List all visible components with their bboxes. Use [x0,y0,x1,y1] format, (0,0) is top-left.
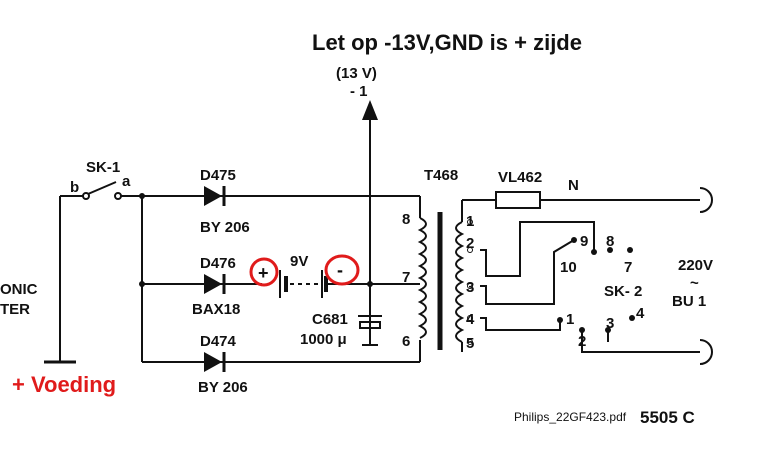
sk1-contact-a [114,192,122,200]
transformer-primary-coil [455,221,465,343]
sk2-wire-c [480,317,561,331]
d474-diode-icon [204,352,222,372]
fuse-vl462 [495,191,541,209]
voltage-top-label: (13 V) [336,65,377,82]
sk2-contact [571,237,577,243]
pin-dot [467,283,473,289]
prim-pin1-label: 1 [466,213,474,230]
sk2-contact [629,315,635,321]
prim-pin4-label: 4 [466,311,475,328]
bax18-label: BAX18 [192,301,240,318]
pin-dot [467,339,473,345]
sk2-10-label: 10 [560,259,577,276]
transformer-secondary-coil [417,217,427,339]
d476-diode-icon [204,274,222,294]
d474-label: D474 [200,333,237,350]
cap-value-label: 1000 μ [300,331,347,348]
junction-dot [139,281,145,287]
t468-label: T468 [424,167,458,184]
supply-note: + Voeding [12,372,117,397]
prim-pin5-label: 5 [466,335,474,352]
sk1-b-label: b [70,179,79,196]
sk2-contact [591,249,597,255]
battery-9v-label: 9V [290,253,308,270]
neutral-label: N [568,177,579,194]
left-cut-label-1: ONIC [0,281,38,298]
sk2-contact [605,327,611,333]
prim-pin3-label: 3 [466,279,474,296]
sk2-label: SK- 2 [604,283,642,300]
bu1-label: BU 1 [672,293,706,310]
sk2-contact [607,247,613,253]
sk2-contact [579,327,585,333]
pin-dot [467,315,473,321]
by206-top-label: BY 206 [200,219,250,236]
sk2-contact [557,317,563,323]
minus-mark: - [337,260,343,280]
plus-highlight-circle [249,257,279,287]
sk2-8-label: 8 [606,233,614,250]
pin-dot [467,247,473,253]
plus-mark: + [258,263,269,283]
sk2-wire-a [480,221,595,277]
cap-plate-bottom [359,321,381,329]
junction-dot [139,193,145,199]
by206-bottom-label: BY 206 [198,379,248,396]
sk1-label: SK-1 [86,159,120,176]
d475-label: D475 [200,167,236,184]
sk2-4-label: 4 [636,305,645,322]
sk1-lever [87,181,117,195]
sk1-contact-b [82,192,90,200]
warning-note: Let op -13V,GND is + zijde [312,30,582,55]
sk2-contact [627,247,633,253]
mains-socket-bottom [699,339,713,365]
sk2-wire-d [581,330,700,353]
vl462-label: VL462 [498,169,542,186]
tilde-label: ~ [690,275,699,292]
pin-dot [467,219,473,225]
pin6-label: 6 [402,333,410,350]
d475-diode-icon [204,186,222,206]
sk2-3-label: 3 [606,315,614,332]
prim-pin2-label: 2 [466,235,474,252]
junction-dot [367,281,373,287]
pin8-label: 8 [402,211,410,228]
file-name-label: Philips_22GF423.pdf [514,410,627,424]
sk2-wire-b [480,239,575,305]
voltage-minus1-label: - 1 [350,83,368,100]
c681-label: C681 [312,311,348,328]
sk2-1-label: 1 [566,311,574,328]
sk2-2-label: 2 [578,333,586,350]
mains-socket-top [699,187,713,213]
pin7-label: 7 [402,269,410,286]
minus-highlight-circle [324,254,360,286]
left-cut-label-2: TER [0,301,30,318]
d476-label: D476 [200,255,236,272]
v220-label: 220V [678,257,713,274]
output-arrow-icon [362,100,378,120]
sk1-a-label: a [122,173,131,190]
sk2-7-label: 7 [624,259,632,276]
page-code-label: 5505 C [640,408,695,427]
sk2-9-label: 9 [580,233,588,250]
